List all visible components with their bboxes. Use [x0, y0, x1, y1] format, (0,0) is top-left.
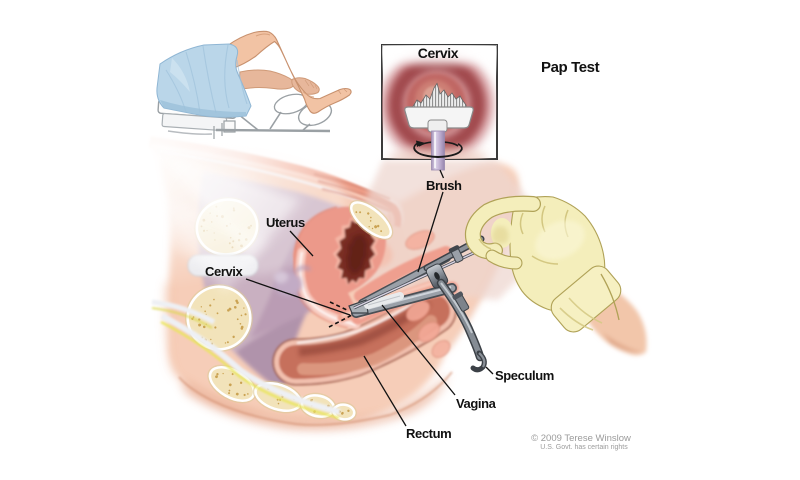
- svg-text:Cervix: Cervix: [418, 45, 459, 61]
- svg-text:Brush: Brush: [426, 178, 462, 193]
- svg-text:Cervix: Cervix: [205, 264, 244, 279]
- svg-text:Pap Test: Pap Test: [541, 59, 600, 76]
- svg-text:U.S. Govt. has certain rights: U.S. Govt. has certain rights: [540, 444, 628, 451]
- svg-text:Uterus: Uterus: [266, 215, 305, 230]
- svg-text:Rectum: Rectum: [406, 426, 451, 441]
- svg-text:© 2009 Terese Winslow: © 2009 Terese Winslow: [531, 433, 631, 444]
- svg-text:Vagina: Vagina: [456, 396, 497, 411]
- svg-text:Speculum: Speculum: [495, 368, 554, 383]
